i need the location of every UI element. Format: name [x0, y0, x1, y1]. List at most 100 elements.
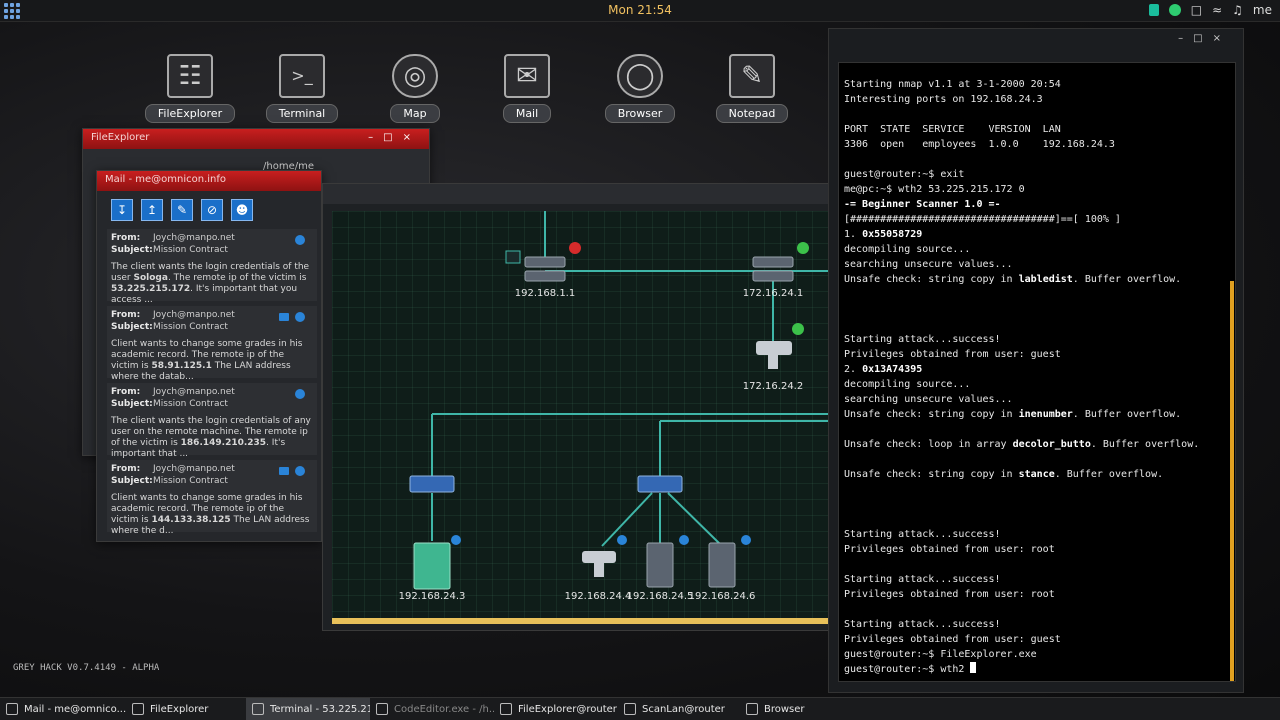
clipboard-icon[interactable]: □: [1190, 3, 1203, 17]
mail-subject: Mission Contract: [153, 245, 228, 255]
node-label[interactable]: 192.168.24.6: [688, 591, 756, 602]
terminal-output: Starting nmap v1.1 at 3-1-2000 20:54 Int…: [844, 79, 1200, 675]
wifi-icon[interactable]: ≈: [1212, 3, 1223, 17]
file-explorer-titlebar[interactable]: FileExplorer –□×: [83, 129, 429, 149]
terminal-screen[interactable]: Starting nmap v1.1 at 3-1-2000 20:54 Int…: [838, 62, 1236, 682]
network-map[interactable]: 192.168.1.1 172.16.24.1 172.16.24.2 192.…: [332, 211, 828, 619]
network-links: [409, 211, 828, 590]
taskbar-app-icon: [746, 703, 758, 715]
taskbar-app-icon: [624, 703, 636, 715]
desktop-icon-mail[interactable]: ✉ Mail: [479, 54, 575, 123]
version-label: GREY HACK V0.7.4149 - ALPHA: [13, 663, 160, 673]
compose-icon[interactable]: ✎: [171, 199, 193, 221]
taskbar-item[interactable]: FileExplorer@router: [494, 698, 618, 720]
mail-from-row: From:Joych@manpo.net: [111, 464, 313, 476]
mail-subject-label: Subject:: [111, 476, 153, 486]
node-label[interactable]: 192.168.1.1: [514, 288, 576, 299]
mail-preview: Client wants to change some grades in hi…: [111, 339, 303, 382]
system-tray: □ ≈ ♫ me: [1148, 3, 1272, 17]
app-indicator-icon[interactable]: [1148, 4, 1159, 16]
mail-from: Joych@manpo.net: [153, 464, 235, 474]
block-icon[interactable]: ⊘: [201, 199, 223, 221]
desktop-icon-label: Mail: [502, 104, 552, 123]
terminal-titlebar[interactable]: –□×: [829, 29, 1243, 51]
map-window: 192.168.1.1 172.16.24.1 172.16.24.2 192.…: [322, 183, 830, 631]
node-label[interactable]: 172.16.24.2: [742, 381, 804, 392]
taskbar-item-label: Mail - me@omnico...: [24, 703, 126, 715]
top-panel: Mon 21:54 □ ≈ ♫ me: [0, 0, 1280, 22]
window-controls[interactable]: –□×: [368, 132, 421, 143]
desktop-icon-label: Map: [390, 104, 440, 123]
taskbar-app-icon: [376, 703, 388, 715]
mail-subject-label: Subject:: [111, 245, 153, 255]
mail-subject-row: Subject:Mission Contract: [111, 322, 313, 334]
envelope-icon: ✉: [504, 54, 550, 98]
mission-icon: [295, 389, 305, 399]
user-name[interactable]: me: [1252, 3, 1272, 17]
mission-icon: [295, 466, 305, 476]
taskbar-item-label: Browser: [764, 703, 805, 715]
notepad-icon: ✎: [729, 54, 775, 98]
contacts-icon[interactable]: ☻: [231, 199, 253, 221]
taskbar-item[interactable]: FileExplorer: [126, 698, 246, 720]
node-label[interactable]: 192.168.24.3: [398, 591, 466, 602]
mail-from-label: From:: [111, 310, 141, 320]
node-label[interactable]: 172.16.24.1: [742, 288, 804, 299]
inbox-icon[interactable]: ↧: [111, 199, 133, 221]
mail-from: Joych@manpo.net: [153, 310, 235, 320]
desktop-icon-label: Terminal: [265, 104, 339, 123]
desktop-icon-browser[interactable]: ◯ Browser: [592, 54, 688, 123]
globe-icon: ◎: [392, 54, 438, 98]
taskbar-item[interactable]: Mail - me@omnico...: [0, 698, 126, 720]
mail-subject-label: Subject:: [111, 399, 153, 409]
clock[interactable]: Mon 21:54: [608, 3, 672, 17]
mail-from-label: From:: [111, 233, 141, 243]
taskbar-item[interactable]: CodeEditor.exe - /h...: [370, 698, 494, 720]
desktop-icon-notepad[interactable]: ✎ Notepad: [704, 54, 800, 123]
map-titlebar[interactable]: [323, 184, 829, 204]
taskbar-app-icon: [252, 703, 264, 715]
status-indicator-icon[interactable]: [1168, 4, 1181, 16]
desktop-icon-fileexplorer[interactable]: ☷ FileExplorer: [142, 54, 238, 123]
window-controls[interactable]: –□×: [1178, 33, 1231, 44]
taskbar-item[interactable]: Terminal - 53.225.21...: [246, 698, 370, 720]
mission-icon: [295, 312, 305, 322]
mail-preview: The client wants the login credentials o…: [111, 416, 311, 459]
taskbar-app-icon: [132, 703, 144, 715]
browser-globe-icon: ◯: [617, 54, 663, 98]
app-menu-grid-icon[interactable]: [4, 3, 22, 19]
terminal-scrollbar[interactable]: [1230, 281, 1234, 681]
node-label[interactable]: 192.168.24.4: [564, 591, 632, 602]
outbox-icon[interactable]: ↥: [141, 199, 163, 221]
taskbar-item[interactable]: ScanLan@router: [618, 698, 740, 720]
mail-window: Mail - me@omnicon.info ↧ ↥ ✎ ⊘ ☻ From: Jo…: [96, 170, 322, 542]
desktop-icon-label: Browser: [604, 104, 676, 123]
taskbar-item-label: FileExplorer@router: [518, 703, 617, 715]
volume-icon[interactable]: ♫: [1232, 3, 1243, 17]
desktop-icon-map[interactable]: ◎ Map: [367, 54, 463, 123]
window-title: FileExplorer: [91, 132, 150, 143]
taskbar: Mail - me@omnico...FileExplorer Terminal …: [0, 697, 1280, 720]
window-title: Mail - me@omnicon.info: [105, 174, 227, 185]
terminal-cursor: [970, 662, 977, 673]
mail-status-icons: [279, 312, 305, 322]
mail-status-icons: [295, 389, 305, 399]
taskbar-item[interactable]: Browser: [740, 698, 826, 720]
map-scrollbar[interactable]: [332, 618, 828, 624]
path-field[interactable]: /home/me: [263, 161, 314, 172]
mail-preview: The client wants the login credentials o…: [111, 262, 310, 305]
mail-titlebar[interactable]: Mail - me@omnicon.info: [97, 171, 321, 191]
taskbar-app-icon: [500, 703, 512, 715]
node-label[interactable]: 192.168.24.5: [626, 591, 694, 602]
mail-from: Joych@manpo.net: [153, 233, 235, 243]
mail-from-row: From: Joych@manpo.net: [111, 310, 313, 322]
mail-subject-row: Subject:Mission Contract: [111, 399, 313, 411]
mail-from-label: From:: [111, 387, 141, 397]
desktop-icon-terminal[interactable]: >_ Terminal: [254, 54, 350, 123]
taskbar-item-label: Terminal - 53.225.21...: [270, 703, 370, 715]
